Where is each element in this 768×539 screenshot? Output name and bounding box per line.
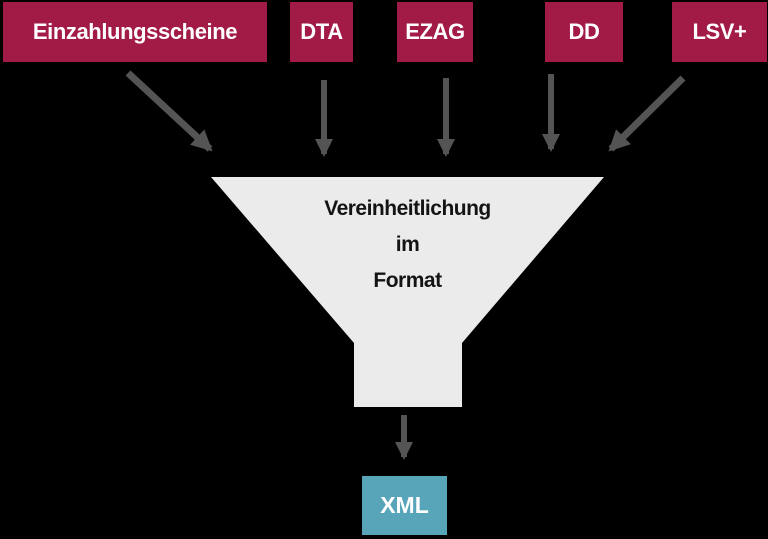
- output-box-xml: XML: [362, 476, 447, 535]
- funnel-label-line-1: Vereinheitlichung: [324, 197, 491, 220]
- funnel-label-line-2: im: [395, 233, 420, 256]
- source-box-dta: DTA: [290, 2, 353, 62]
- arrow-lsv-to-funnel: [608, 75, 686, 152]
- source-box-einzahlungsscheine: Einzahlungsscheine: [3, 2, 267, 62]
- source-box-ezag: EZAG: [397, 2, 473, 62]
- source-box-lsv: LSV+: [672, 2, 767, 62]
- source-box-dd: DD: [545, 2, 623, 62]
- arrow-einzahlungsscheine-to-funnel: [125, 70, 213, 152]
- funnel-label: Vereinheitlichung im Format: [211, 191, 604, 299]
- funnel-label-line-3: Format: [373, 269, 442, 292]
